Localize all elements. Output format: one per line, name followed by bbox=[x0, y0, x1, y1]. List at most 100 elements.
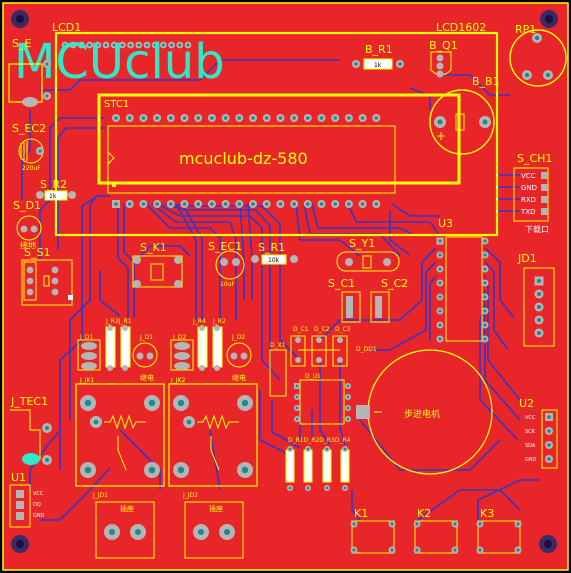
s-y1-label: S_Y1 bbox=[349, 237, 375, 250]
pad-hole bbox=[295, 417, 299, 421]
u1-pin-text: VCC bbox=[33, 491, 44, 497]
pad-hole bbox=[360, 202, 365, 206]
pad-hole bbox=[210, 202, 214, 206]
d-c1-capacitor bbox=[290, 335, 306, 367]
pad-hole bbox=[374, 116, 379, 120]
pad-hole bbox=[141, 202, 146, 206]
stc1-notch bbox=[107, 151, 115, 165]
stc1-pin1-marker bbox=[112, 183, 116, 187]
pad-hole bbox=[325, 486, 329, 490]
u3-pins-left bbox=[436, 237, 444, 343]
j-d1b-label: J_D1 bbox=[139, 334, 153, 341]
pad-hole bbox=[295, 384, 299, 388]
stc1-pin-row-bottom bbox=[112, 200, 381, 208]
pad-hole bbox=[292, 116, 296, 120]
pad-hole bbox=[237, 116, 242, 120]
d-r-resistor bbox=[303, 449, 313, 483]
j-jd2-label: J_JD2 bbox=[182, 492, 198, 499]
pad-hole bbox=[129, 43, 133, 47]
d-r-resistor bbox=[285, 449, 295, 483]
s-s1-symbol bbox=[43, 275, 50, 287]
pad-hole bbox=[223, 202, 228, 206]
s-ec2-hatch bbox=[20, 141, 28, 161]
s-ec2-label: S_EC2 bbox=[12, 122, 46, 135]
d-u1-pins bbox=[294, 383, 351, 422]
stc1-label: STC1 bbox=[104, 99, 129, 110]
u1-pin-text: GND bbox=[33, 513, 45, 519]
j-tec1-probe bbox=[22, 453, 40, 465]
rp1-potentiometer-outline bbox=[509, 29, 567, 87]
pad-hole bbox=[137, 43, 141, 47]
s-r2-value: 1k bbox=[49, 193, 57, 200]
pad-hole bbox=[346, 406, 350, 410]
pad-hole bbox=[251, 116, 255, 120]
pad-hole bbox=[390, 522, 394, 526]
pad-hole bbox=[547, 429, 551, 433]
pad-hole bbox=[112, 43, 116, 47]
b-b1-buzzer-outline bbox=[429, 89, 495, 155]
pad-hole bbox=[478, 548, 482, 552]
b-q1-label: B_Q1 bbox=[429, 39, 458, 52]
mounting-hole-inner bbox=[16, 540, 24, 548]
pad-hole bbox=[114, 116, 118, 120]
s-c1-label: S_C1 bbox=[328, 277, 355, 290]
d-dd1-label: D_DD1 bbox=[356, 346, 377, 353]
u2-pin-label: SDA bbox=[525, 443, 536, 449]
pad-hole bbox=[483, 267, 487, 271]
s-ch1-label: S_CH1 bbox=[517, 152, 552, 165]
pad-hole bbox=[347, 116, 351, 120]
s-ec2-value: 220uF bbox=[22, 165, 41, 172]
key-outline bbox=[414, 520, 458, 554]
jd1-outline bbox=[523, 267, 555, 347]
pad-hole bbox=[145, 43, 149, 47]
d-c2-capacitor bbox=[311, 335, 327, 367]
d-c1-label: D_C1 bbox=[293, 326, 309, 333]
s-s1-label: S_S1 bbox=[24, 246, 50, 259]
s-r2-label: S_R2 bbox=[40, 178, 67, 191]
j-d2b-label: J_D2 bbox=[231, 334, 245, 341]
d-r-resistor bbox=[340, 449, 350, 483]
d-u1-outline bbox=[299, 379, 345, 425]
mounting-hole-inner bbox=[16, 15, 24, 23]
pad-hole bbox=[170, 43, 174, 47]
pad-hole bbox=[390, 548, 394, 552]
pad-hole bbox=[374, 202, 379, 206]
stepper-motor-pad bbox=[356, 405, 370, 419]
s-ch1-rxd: RXD bbox=[521, 196, 536, 204]
pad-hole bbox=[251, 202, 255, 206]
pad-hole bbox=[306, 486, 310, 490]
s-c1-capacitor bbox=[341, 291, 361, 323]
j-r1-resistor bbox=[120, 326, 131, 368]
d-r-row-label: D_R1D_R2D_R3D_R4 bbox=[288, 437, 351, 444]
s-ch1-pads bbox=[541, 172, 548, 215]
pad-hole bbox=[438, 309, 442, 313]
u2-label: U2 bbox=[519, 397, 534, 410]
pad-hole bbox=[120, 43, 124, 47]
pad-hole bbox=[346, 417, 350, 421]
rp1-label: RP1 bbox=[515, 23, 536, 36]
s-c2-label: S_C2 bbox=[381, 277, 408, 290]
j-r3r1-label: J_R3J_R1 bbox=[105, 318, 132, 325]
pad-hole bbox=[483, 323, 487, 327]
pad-hole bbox=[536, 330, 542, 336]
pad-hole bbox=[438, 295, 442, 299]
u2-pin-label: SCK bbox=[525, 429, 536, 435]
pad-hole bbox=[343, 447, 347, 451]
s-ch1-txd: TXD bbox=[520, 208, 535, 216]
pad-hole bbox=[96, 43, 100, 47]
pad-hole bbox=[438, 337, 442, 341]
pad-hole bbox=[155, 116, 159, 120]
pad-hole bbox=[196, 202, 200, 206]
pad-hole bbox=[483, 337, 487, 341]
pad-hole bbox=[346, 395, 350, 399]
j-tec1-outline bbox=[10, 409, 41, 460]
s-k1-label: S_K1 bbox=[140, 241, 167, 254]
stc1-chip-outline bbox=[107, 125, 396, 194]
pad-hole bbox=[292, 202, 296, 206]
lcd1-label: LCD1 bbox=[52, 21, 81, 34]
pad-hole bbox=[352, 522, 356, 526]
pad-hole bbox=[319, 202, 324, 206]
d-u1-label: D_U1 bbox=[305, 373, 321, 380]
pad-hole bbox=[478, 522, 482, 526]
